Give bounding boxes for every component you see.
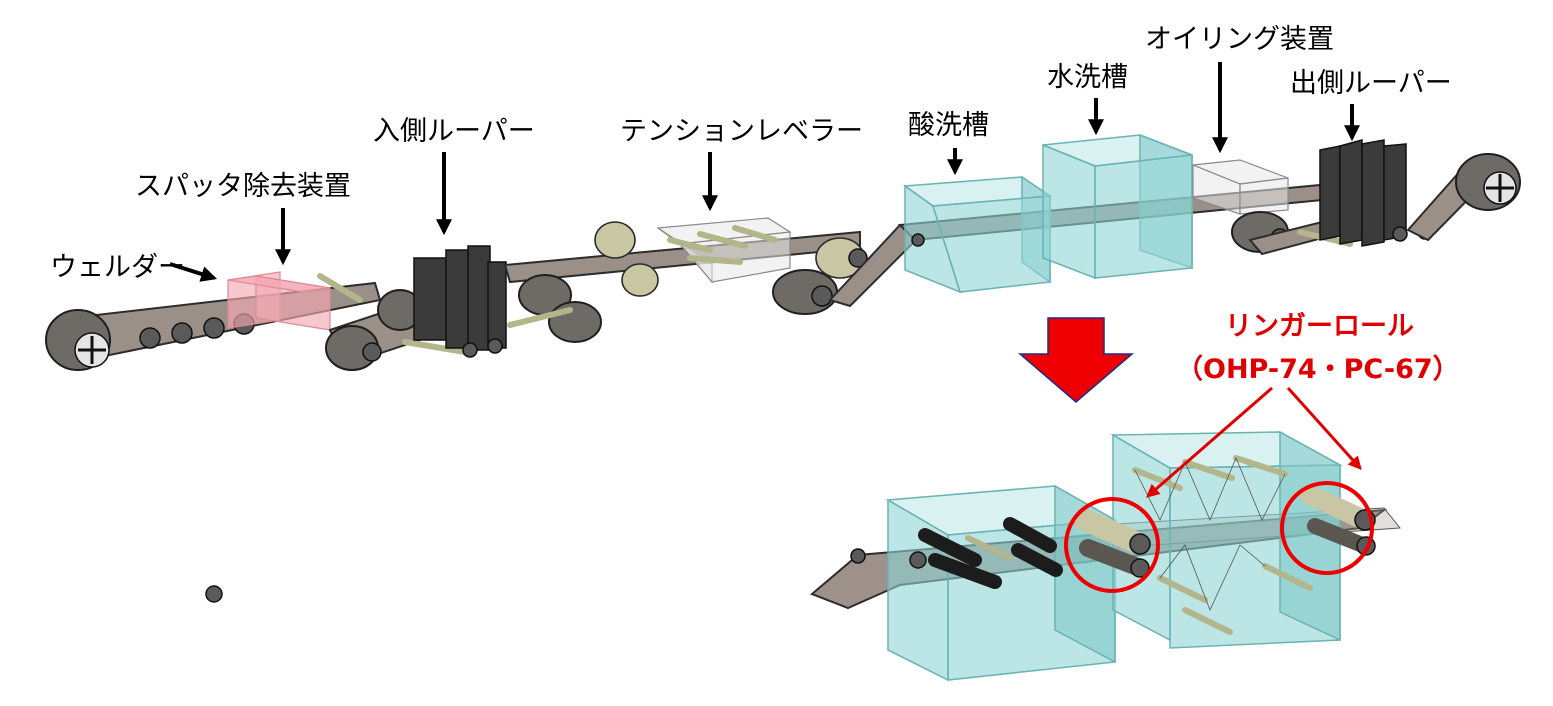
callout-models: （OHP-74・PC-67） <box>1176 354 1460 385</box>
entry-looper <box>414 246 506 357</box>
label-pickling-tank: 酸洗槽 <box>908 110 989 172</box>
pickling-tank <box>905 177 1050 292</box>
recoiler-right <box>1408 154 1520 240</box>
label-oiling-device-text: オイリング装置 <box>1145 24 1334 55</box>
label-welder: ウェルダー <box>50 252 214 283</box>
label-exit-looper: 出側ルーパー <box>1290 68 1452 138</box>
belt-mid-rolls <box>510 222 658 342</box>
label-spatter-remover-text: スパッタ除去装置 <box>135 171 351 202</box>
label-rinse-tank-text: 水洗槽 <box>1047 62 1128 93</box>
label-entry-looper-text: 入側ルーパー <box>373 116 535 147</box>
label-tension-leveler: テンションレベラー <box>620 116 863 208</box>
rinse-tank <box>1043 135 1192 278</box>
label-welder-text: ウェルダー <box>50 252 185 283</box>
label-entry-looper: 入側ルーパー <box>373 116 535 232</box>
label-pickling-tank-text: 酸洗槽 <box>908 110 989 141</box>
label-tension-leveler-text: テンションレベラー <box>620 116 863 147</box>
spatter-remover-box <box>228 272 330 330</box>
big-red-down-arrow-icon <box>1020 318 1132 402</box>
label-spatter-remover: スパッタ除去装置 <box>135 171 351 262</box>
label-exit-looper-text: 出側ルーパー <box>1290 68 1452 99</box>
callout-title: リンガーロール <box>1225 311 1414 342</box>
label-rinse-tank: 水洗槽 <box>1047 62 1128 132</box>
detail-view <box>206 388 1400 680</box>
